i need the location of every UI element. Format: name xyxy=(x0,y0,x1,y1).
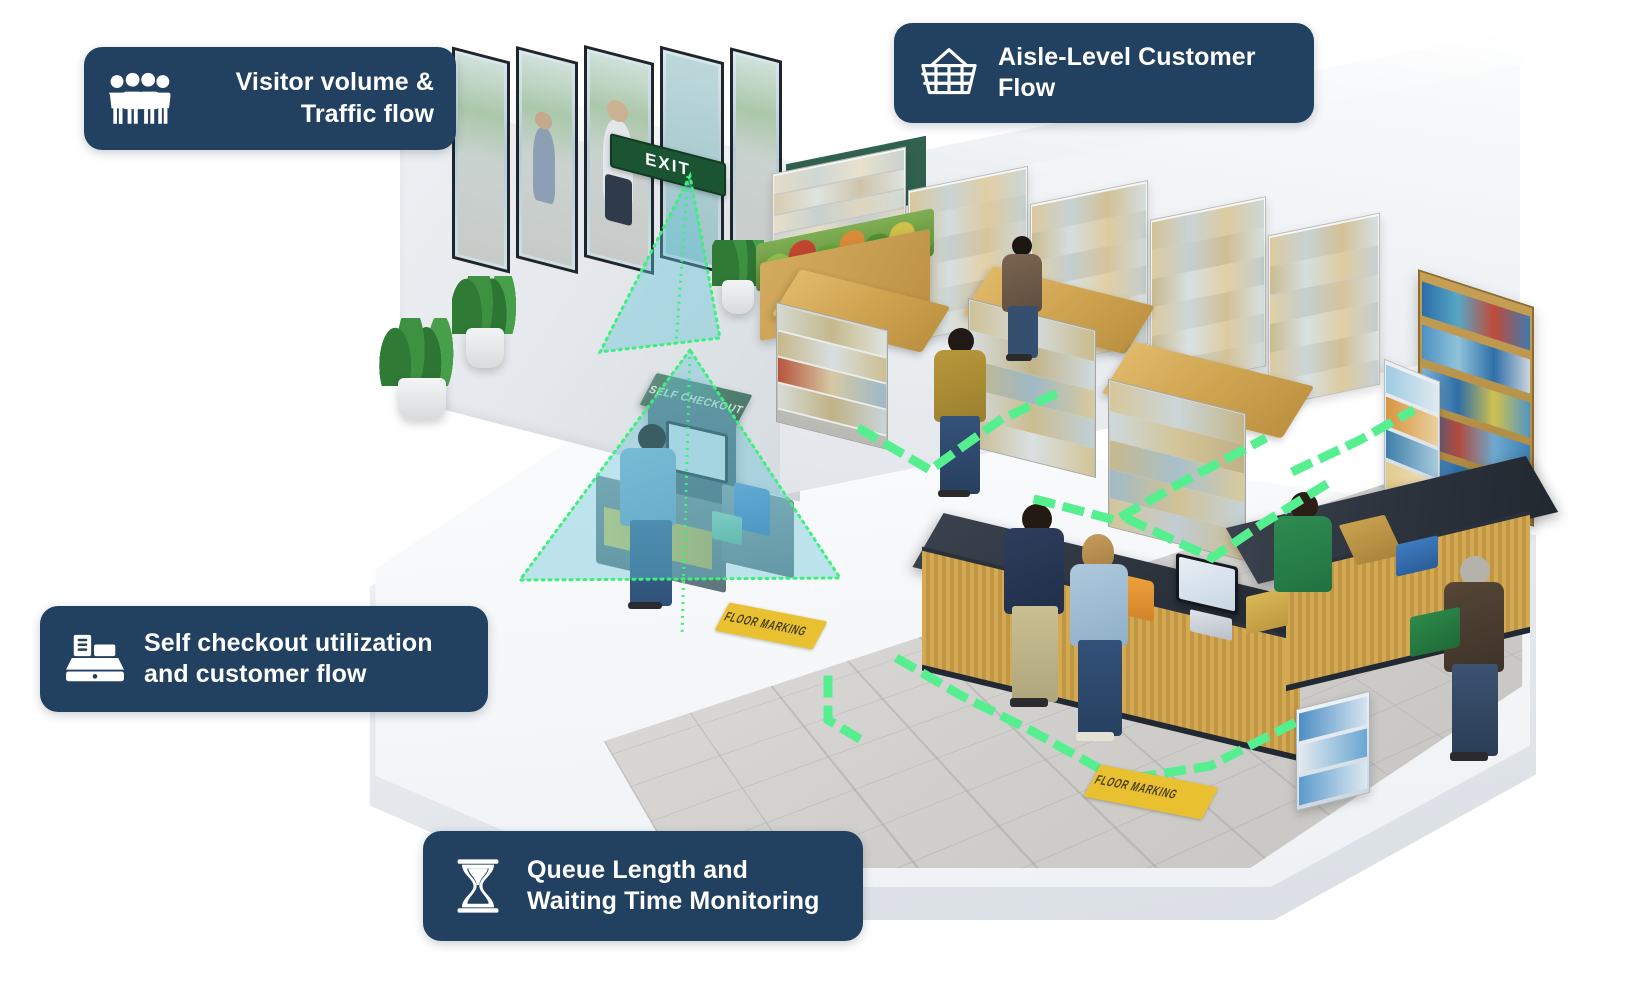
sensor-beam-self-checkout xyxy=(680,349,692,637)
sensor-cone-self-checkout xyxy=(517,347,843,582)
person-shoe xyxy=(1450,752,1488,761)
person-head xyxy=(948,328,974,354)
plant-leaves-3 xyxy=(712,240,764,286)
person-torso xyxy=(934,350,986,422)
shopping-basket-icon xyxy=(916,42,982,104)
flow-path-aisle-4 xyxy=(1290,405,1417,476)
callout-visitor-label: Visitor volume & Traffic flow xyxy=(188,67,434,130)
callout-visitor-line1: Visitor volume & xyxy=(235,68,434,96)
flow-path-aisle-1 xyxy=(855,386,1066,476)
flow-path-queue xyxy=(893,653,1307,785)
people-group-icon xyxy=(106,68,172,130)
flow-path-queue-branch xyxy=(823,675,875,751)
callout-visitor-volume[interactable]: Visitor volume & Traffic flow xyxy=(84,47,456,150)
callout-queue-monitoring[interactable]: Queue Length and Waiting Time Monitoring xyxy=(423,831,863,941)
plant-leaves-1 xyxy=(378,318,456,386)
person-head xyxy=(1460,556,1490,586)
callout-selfco-line2: and customer flow xyxy=(144,660,367,688)
person-shoe xyxy=(628,602,662,609)
sensor-cone-entrance xyxy=(597,171,722,354)
person-shoe xyxy=(938,490,970,497)
person-legs xyxy=(1452,664,1498,756)
callout-aisle-flow[interactable]: Aisle-Level Customer Flow xyxy=(894,23,1314,123)
callout-visitor-line2: Traffic flow xyxy=(300,99,434,128)
person-torso xyxy=(1070,564,1128,646)
callout-aisle-label: Aisle-Level Customer Flow xyxy=(998,42,1256,105)
person-shoe xyxy=(1010,698,1048,707)
flow-path-aisle-3 xyxy=(1124,475,1337,564)
person-legs xyxy=(1012,606,1058,702)
callout-aisle-line2: Flow xyxy=(998,74,1056,102)
plant-leaves-2 xyxy=(452,276,516,334)
person-legs xyxy=(1008,306,1038,358)
callout-aisle-line1: Aisle-Level Customer xyxy=(998,42,1256,71)
plant-pot-3 xyxy=(722,280,754,314)
plant-pot-1 xyxy=(398,378,446,420)
person-torso xyxy=(1002,254,1042,312)
person-shoe xyxy=(1006,354,1032,361)
person-torso xyxy=(1274,516,1332,592)
person-legs xyxy=(1078,640,1122,736)
hourglass-icon xyxy=(445,855,511,917)
callout-queue-line1: Queue Length and xyxy=(527,855,749,884)
person-head xyxy=(1012,236,1032,256)
cash-register-icon xyxy=(62,628,128,690)
person-head xyxy=(638,424,666,452)
person-shoe xyxy=(1076,732,1114,741)
flow-path-aisle-2 xyxy=(1032,433,1269,525)
sensor-beam-entrance xyxy=(674,175,690,345)
callout-queue-label: Queue Length and Waiting Time Monitoring xyxy=(527,855,820,918)
person-torso xyxy=(1004,528,1064,614)
callout-self-checkout[interactable]: Self checkout utilization and customer f… xyxy=(40,606,488,712)
callout-queue-line2: Waiting Time Monitoring xyxy=(527,887,820,915)
person-legs xyxy=(630,520,672,606)
callout-selfco-line1: Self checkout utilization xyxy=(144,628,433,657)
plant-pot-2 xyxy=(466,328,504,368)
callout-self-checkout-label: Self checkout utilization and customer f… xyxy=(144,628,433,691)
person-torso xyxy=(620,448,676,526)
